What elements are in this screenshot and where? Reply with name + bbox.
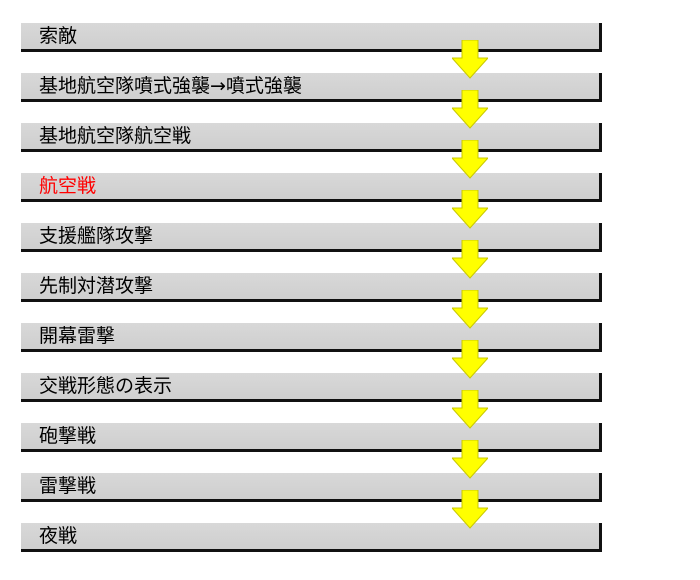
down-arrow-icon (452, 190, 488, 230)
down-arrow-icon (452, 290, 488, 330)
step-box: 先制対潜攻撃 (21, 273, 602, 302)
step-box: 支援艦隊攻撃 (21, 223, 602, 252)
down-arrow-icon (452, 390, 488, 430)
down-arrow-icon (452, 90, 488, 130)
step-box: 基地航空隊航空戦 (21, 123, 602, 152)
step-label: 航空戦 (39, 175, 97, 197)
step-box: 航空戦 (21, 173, 602, 202)
step-label: 基地航空隊噴式強襲→噴式強襲 (39, 75, 302, 97)
step-box: 基地航空隊噴式強襲→噴式強襲 (21, 73, 602, 102)
down-arrow-icon (452, 490, 488, 530)
step-label: 砲撃戦 (39, 425, 97, 447)
down-arrow-icon (452, 40, 488, 80)
step-box: 交戦形態の表示 (21, 373, 602, 402)
down-arrow-icon (452, 140, 488, 180)
down-arrow-icon (452, 340, 488, 380)
step-label: 開幕雷撃 (39, 325, 116, 347)
step-box: 索敵 (21, 23, 602, 52)
step-label: 先制対潜攻撃 (39, 275, 154, 297)
step-label: 交戦形態の表示 (39, 375, 173, 397)
step-label: 基地航空隊航空戦 (39, 125, 192, 147)
step-box: 夜戦 (21, 523, 602, 552)
step-label: 索敵 (39, 25, 78, 47)
step-box: 開幕雷撃 (21, 323, 602, 352)
step-label: 雷撃戦 (39, 475, 97, 497)
down-arrow-icon (452, 240, 488, 280)
step-box: 砲撃戦 (21, 423, 602, 452)
step-label: 支援艦隊攻撃 (39, 225, 154, 247)
down-arrow-icon (452, 440, 488, 480)
step-label: 夜戦 (39, 525, 78, 547)
step-box: 雷撃戦 (21, 473, 602, 502)
